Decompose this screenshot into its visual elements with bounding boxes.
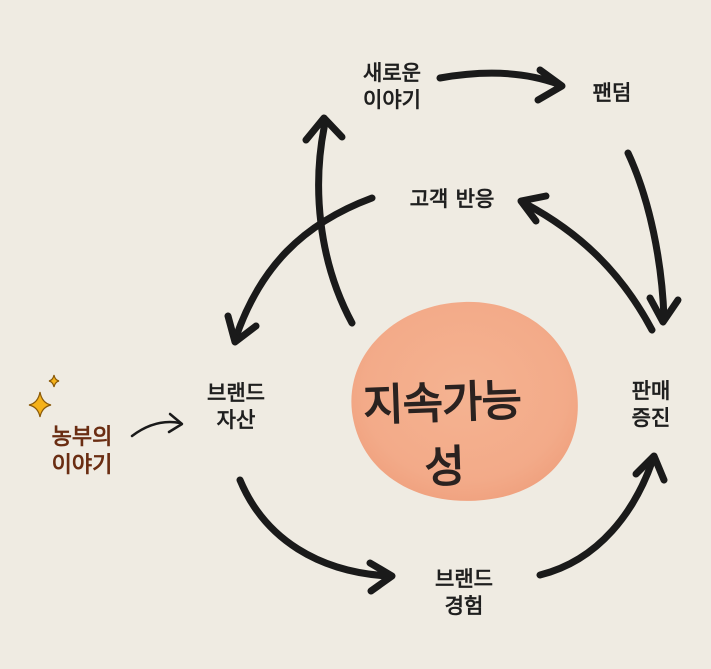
arrow-brand-experience-to-sales-boost — [536, 458, 656, 579]
node-brand-asset-line2: 자산 — [216, 407, 256, 432]
arrowhead-sales-boost-bottom — [632, 452, 668, 484]
arrow-new-story-to-fandom — [436, 69, 562, 88]
node-fandom-line1: 팬덤 — [592, 81, 632, 105]
sparkle-icon — [28, 374, 60, 418]
arrowhead-fandom — [534, 66, 566, 104]
node-brand-asset-line1: 브랜드 — [207, 381, 265, 405]
arrow-farmer-story-to-brand-asset — [130, 420, 182, 438]
arrowhead-brand-asset — [224, 312, 260, 346]
node-farmer-story-line1: 농부의 — [51, 425, 113, 450]
node-brand-experience-line1: 브랜드 — [435, 567, 493, 591]
arrowhead-new-story — [302, 114, 346, 144]
node-farmer-story-line2: 이야기 — [51, 453, 113, 479]
center-label: 지속가능성 — [362, 375, 522, 494]
node-new-story: 새로운 이야기 — [342, 60, 442, 114]
arrow-customer-response-to-brand-asset — [232, 194, 376, 341]
center-circle — [351, 301, 578, 501]
node-new-story-line1: 새로운 — [363, 61, 421, 85]
node-brand-experience-line2: 경험 — [444, 593, 484, 618]
node-fandom: 팬덤 — [572, 80, 652, 107]
node-sales-boost-line2: 증진 — [631, 405, 671, 430]
arrowhead-customer-response — [517, 192, 550, 225]
arrowhead-brand-experience — [366, 559, 396, 595]
node-brand-experience: 브랜드 경험 — [414, 566, 514, 620]
arrow-fandom-to-sales-boost — [624, 149, 668, 322]
node-sales-boost-line1: 판매 — [631, 379, 671, 403]
node-customer-response-line1: 고객 반응 — [409, 187, 495, 211]
node-brand-asset: 브랜드 자산 — [186, 380, 286, 434]
arrowhead-brand-asset-small — [167, 412, 184, 434]
node-farmer-story: 농부의 이야기 — [32, 424, 132, 480]
arrow-sales-boost-to-customer-response — [522, 200, 656, 334]
node-sales-boost: 판매 증진 — [611, 378, 691, 432]
node-customer-response: 고객 반응 — [392, 186, 512, 213]
node-new-story-line2: 이야기 — [363, 87, 421, 112]
arrow-brand-asset-to-brand-experience — [236, 476, 392, 580]
arrowhead-sales-boost — [646, 294, 682, 326]
